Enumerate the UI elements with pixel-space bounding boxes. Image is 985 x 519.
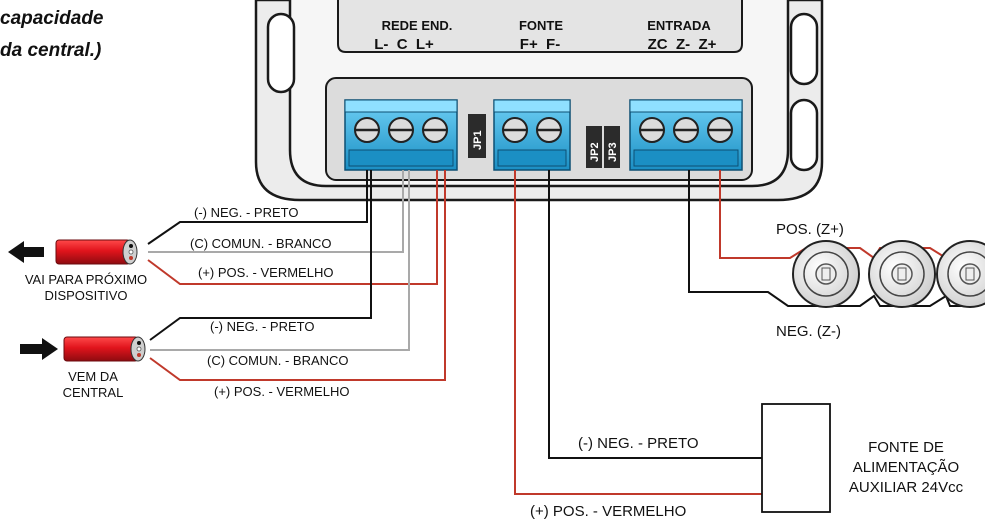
- wire-labels: (-) NEG. - PRETO (C) COMUN. - BRANCO (+)…: [190, 205, 844, 519]
- psu-pos-label: (+) POS. - VERMELHO: [530, 503, 686, 519]
- zone-pos-label: POS. (Z+): [776, 221, 844, 238]
- cable-out: VAI PARA PRÓXIMO DISPOSITIVO: [8, 239, 147, 303]
- screw-z-plus: [707, 117, 733, 143]
- zone-neg-label: NEG. (Z-): [776, 323, 841, 340]
- jumper-jp3: JP3: [604, 126, 620, 168]
- out-com-label: (C) COMUN. - BRANCO: [190, 236, 332, 251]
- screw-f-plus: [502, 117, 528, 143]
- arrow-left-icon: [8, 241, 44, 263]
- rede-end-header: REDE END.: [382, 18, 453, 33]
- entrada-terminals: ZC Z- Z+: [648, 36, 717, 53]
- terminal-block-fonte: [493, 99, 571, 171]
- mounting-slot-right-bottom: [789, 98, 819, 172]
- panel-labels: REDE END. L- C L+ FONTE F+ F- ENTRADA ZC…: [374, 18, 716, 53]
- screw-c: [388, 117, 414, 143]
- fonte-terminals: F+ F-: [520, 36, 560, 53]
- fonte-header: FONTE: [519, 18, 563, 33]
- out-neg-label: (-) NEG. - PRETO: [194, 205, 298, 220]
- smoke-detector-2: [868, 240, 936, 308]
- in-cable-line1: VEM DA: [68, 369, 118, 384]
- entrada-header: ENTRADA: [647, 18, 711, 33]
- in-pos-label: (+) POS. - VERMELHO: [214, 384, 349, 399]
- wires-fonte: [514, 170, 762, 495]
- jp3-label: JP3: [607, 142, 619, 162]
- terminal-block-entrada: [629, 99, 743, 171]
- note-line-2: da central.): [0, 40, 101, 61]
- mounting-slot-right-top: [789, 12, 819, 86]
- screw-z-minus: [673, 117, 699, 143]
- psu-line2: ALIMENTAÇÃO: [853, 459, 959, 476]
- jp1-label: JP1: [472, 130, 484, 150]
- psu-neg-label: (-) NEG. - PRETO: [578, 435, 699, 452]
- jumper-jp1: JP1: [468, 114, 486, 158]
- out-pos-label: (+) POS. - VERMELHO: [198, 265, 333, 280]
- cable-in: VEM DA CENTRAL: [20, 336, 146, 400]
- screw-l-minus: [354, 117, 380, 143]
- rede-end-terminals: L- C L+: [374, 36, 434, 53]
- out-cable-line2: DISPOSITIVO: [44, 288, 127, 303]
- in-cable-line2: CENTRAL: [63, 385, 124, 400]
- aux-power-supply: FONTE DE ALIMENTAÇÃO AUXILIAR 24Vcc: [761, 403, 964, 513]
- smoke-detector-1: [792, 240, 860, 308]
- jumper-jp2: JP2: [586, 126, 602, 168]
- screw-l-plus: [422, 117, 448, 143]
- wires-rede: [147, 170, 446, 381]
- mounting-slot-left: [266, 12, 296, 94]
- jp2-label: JP2: [589, 142, 601, 162]
- smoke-detector-3: [936, 240, 985, 308]
- screw-zc: [639, 117, 665, 143]
- arrow-right-icon: [20, 338, 58, 360]
- screw-f-minus: [536, 117, 562, 143]
- note-text: capacidade da central.): [0, 8, 104, 61]
- terminal-block-rede: [344, 99, 458, 171]
- psu-line1: FONTE DE: [868, 439, 944, 456]
- psu-line3: AUXILIAR 24Vcc: [849, 479, 964, 496]
- in-com-label: (C) COMUN. - BRANCO: [207, 353, 349, 368]
- note-line-1: capacidade: [0, 8, 104, 29]
- in-neg-label: (-) NEG. - PRETO: [210, 319, 314, 334]
- out-cable-line1: VAI PARA PRÓXIMO: [25, 272, 147, 287]
